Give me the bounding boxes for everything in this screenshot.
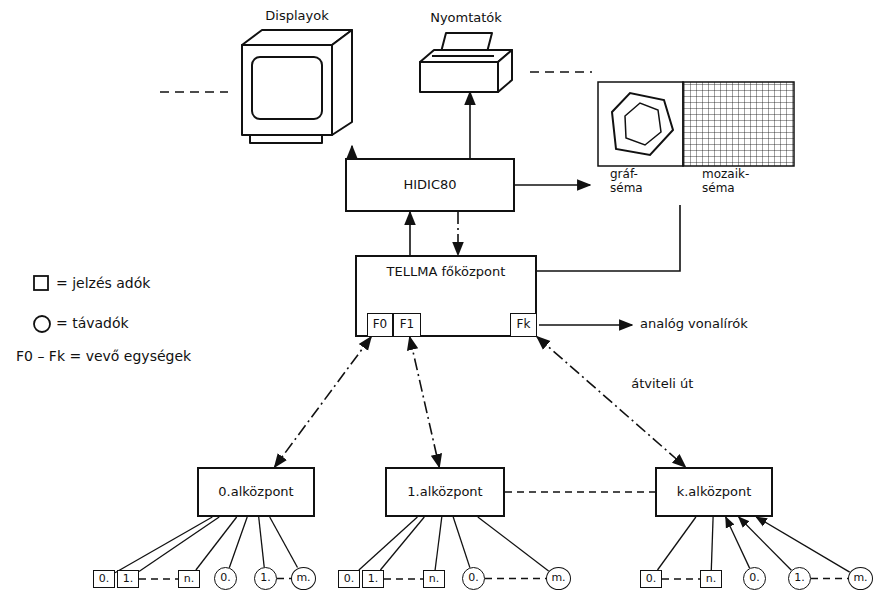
node-text: m. [296,572,310,585]
connector [756,517,849,572]
node-text: m. [551,572,565,585]
node-text: n. [184,573,194,586]
transmitter: m. [291,567,316,590]
transmitter: 0. [743,567,766,590]
main-center-box: TELLMA főközpontF0 F1 Fk [355,255,537,337]
legend-text: = jelzés adók [54,275,152,291]
connector [410,337,440,467]
transmitter: m. [546,567,571,590]
sub-center-box: k.alközpont [655,467,773,517]
connector [196,517,237,570]
connector [435,517,442,570]
connector [739,517,792,570]
node-text: mozaik- séma [702,168,764,196]
continuation-line [160,91,228,93]
connector [409,212,411,255]
transmitter: 0. [462,567,485,590]
schema-drawing [598,82,794,166]
node-text: m. [853,572,867,585]
sub-center-box: 1.alközpont [385,467,505,517]
monitor-drawing [242,30,352,143]
schema-panel: gráf- séma mozaik- séma [590,80,800,205]
node-text: 0. [468,572,479,585]
connector [478,517,549,571]
signal-source: 0. [338,570,360,588]
connector [384,578,423,580]
output-arrow [539,324,632,326]
printer-unit: Nyomtatók [420,30,512,92]
node-text: Fk [517,318,531,332]
signal-source: 1. [117,570,139,588]
computer-box: HIDIC80 [345,158,515,212]
transmitter: 1. [788,567,811,590]
node-text: 1. [368,573,379,586]
connector [537,337,686,467]
connector [359,517,418,570]
connector [139,578,178,580]
connector [453,517,470,568]
signal-source: n. [700,570,722,588]
legend-text: F0 – Fk = vevő egységek [14,348,193,364]
transmitter: 1. [254,567,277,590]
signal-source: 0. [93,570,115,588]
signal-source: n. [178,570,200,588]
node-text: 1. [794,572,805,585]
connector [115,517,212,573]
receiver-unit: Fk [510,313,537,337]
connector [537,205,680,271]
node-text: HIDIC80 [403,178,456,193]
receiver-unit: F1 [393,313,421,337]
connector [229,517,247,568]
connector [277,578,291,580]
transmitter: m. [848,567,873,590]
receiver-unit: F0 [367,313,393,337]
sub-center-box: 0.alközpont [197,467,315,517]
connector [485,578,546,580]
connector [711,517,713,570]
connector [662,578,700,580]
node-text: n. [706,573,716,586]
connector [259,517,265,567]
edge-label: átviteli út [629,376,695,391]
connector [515,184,590,186]
node-text: 1.alközpont [407,485,482,500]
node-text: n. [429,573,439,586]
node-text: gráf- séma [610,168,658,196]
connector [505,491,655,493]
node-text: Nyomtatók [430,11,502,26]
node-text: 0. [220,572,231,585]
node-text: 0. [646,573,657,586]
connector [658,517,696,570]
node-text: 1. [260,572,271,585]
circle-sample [34,316,50,332]
connector [351,146,353,158]
node-text: F1 [400,318,415,332]
connector [457,212,459,255]
connector [275,337,372,467]
connector [139,517,219,572]
signal-source: 1. [362,570,384,588]
node-text: Displayok [265,9,328,24]
signal-source: n. [423,570,445,588]
node-text: k.alközpont [677,485,752,500]
continuation-line [530,71,592,73]
node-text: 1. [123,573,134,586]
node-text: TELLMA főközpont [387,265,506,280]
signal-source: 0. [640,570,662,588]
node-text: 0.alközpont [218,485,293,500]
node-text: 0. [99,573,110,586]
transmitter: 0. [214,567,237,590]
square-sample [34,276,48,290]
display-unit: Displayok [240,28,354,146]
connector [811,578,848,580]
connector [380,517,424,570]
legend-text: = távadók [54,315,131,331]
node-text: F0 [373,318,388,332]
node-text: 0. [749,572,760,585]
printer-drawing [420,33,512,92]
connector [270,517,298,568]
output-label: analóg vonalírók [638,316,750,331]
node-text: 0. [344,573,355,586]
connector [469,92,471,158]
